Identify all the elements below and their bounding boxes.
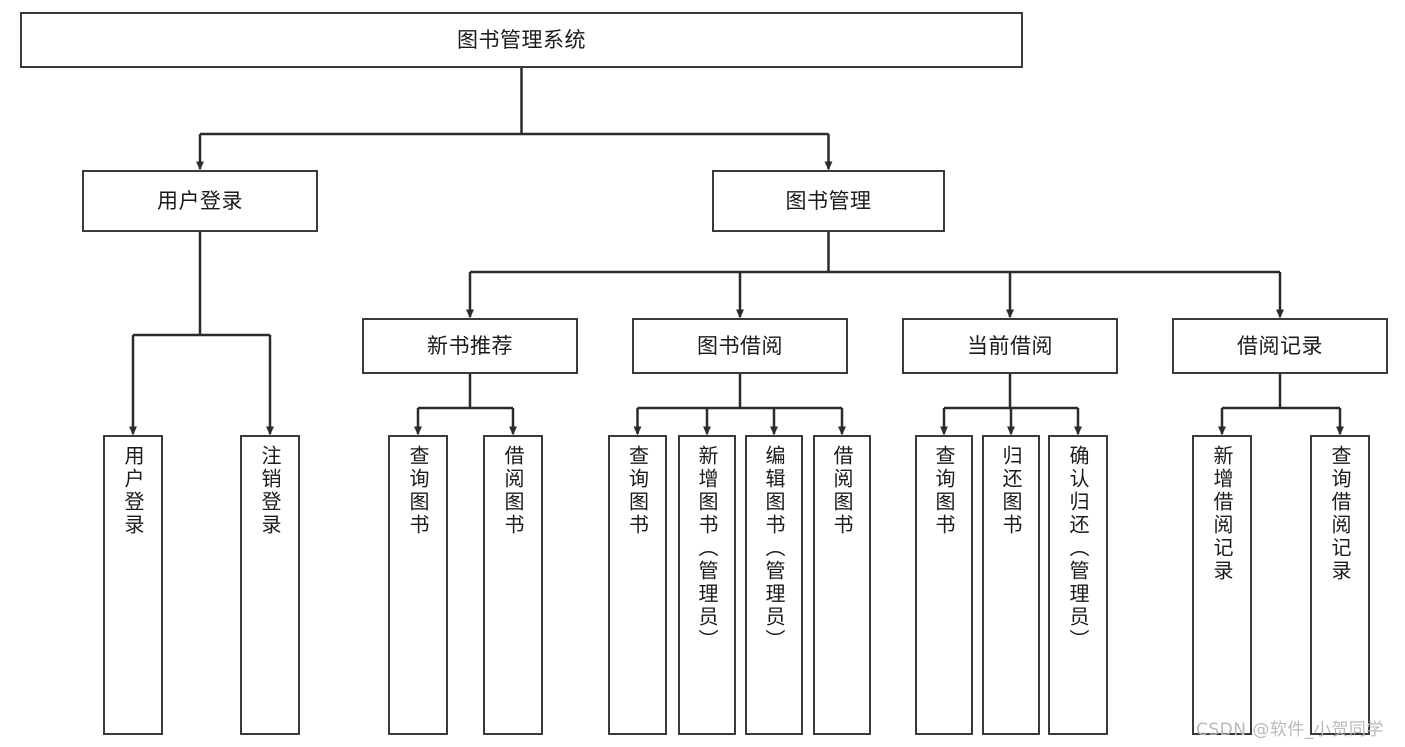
node-leaf-rec-2[interactable]: 查询借阅记录 [1310, 435, 1370, 735]
node-login[interactable]: 用户登录 [82, 170, 318, 232]
node-borrow[interactable]: 图书借阅 [632, 318, 848, 374]
node-label: 查询借阅记录 [1328, 445, 1352, 583]
node-label: 注销登录 [258, 445, 282, 537]
node-label: 图书管理系统 [457, 27, 586, 52]
node-label: 当前借阅 [967, 333, 1053, 358]
node-current[interactable]: 当前借阅 [902, 318, 1118, 374]
node-records[interactable]: 借阅记录 [1172, 318, 1388, 374]
node-label: 新增图书（管理员） [695, 445, 719, 652]
node-leaf-borrow-4[interactable]: 借阅图书 [813, 435, 871, 735]
node-label: 编辑图书（管理员） [762, 445, 786, 652]
node-leaf-new-1[interactable]: 查询图书 [388, 435, 448, 735]
node-leaf-borrow-1[interactable]: 查询图书 [608, 435, 667, 735]
node-label: 查询图书 [625, 445, 650, 537]
node-label: 借阅图书 [830, 445, 854, 537]
node-label: 确认归还（管理员） [1066, 445, 1090, 652]
node-root[interactable]: 图书管理系统 [20, 12, 1023, 68]
node-bookmgmt[interactable]: 图书管理 [712, 170, 945, 232]
node-leaf-cur-3[interactable]: 确认归还（管理员） [1048, 435, 1108, 735]
watermark-text: CSDN @软件_小贺同学 [1196, 720, 1384, 740]
node-leaf-login-2[interactable]: 注销登录 [240, 435, 300, 735]
node-leaf-login-1[interactable]: 用户登录 [103, 435, 163, 735]
node-newrec[interactable]: 新书推荐 [362, 318, 578, 374]
node-leaf-new-2[interactable]: 借阅图书 [483, 435, 543, 735]
node-label: 图书管理 [785, 188, 872, 213]
node-leaf-borrow-2[interactable]: 新增图书（管理员） [678, 435, 736, 735]
node-label: 新增借阅记录 [1210, 445, 1234, 583]
node-label: 用户登录 [121, 445, 145, 537]
node-leaf-rec-1[interactable]: 新增借阅记录 [1192, 435, 1252, 735]
node-label: 借阅记录 [1237, 333, 1323, 358]
node-label: 新书推荐 [427, 333, 513, 358]
edge-group [129, 68, 1344, 436]
node-leaf-borrow-3[interactable]: 编辑图书（管理员） [745, 435, 803, 735]
node-leaf-cur-1[interactable]: 查询图书 [915, 435, 973, 735]
node-label: 归还图书 [999, 445, 1023, 537]
node-label: 查询图书 [932, 445, 956, 537]
node-label: 查询图书 [406, 445, 430, 537]
node-label: 借阅图书 [501, 445, 525, 537]
node-leaf-cur-2[interactable]: 归还图书 [982, 435, 1040, 735]
node-label: 图书借阅 [697, 333, 783, 358]
node-label: 用户登录 [157, 188, 243, 213]
